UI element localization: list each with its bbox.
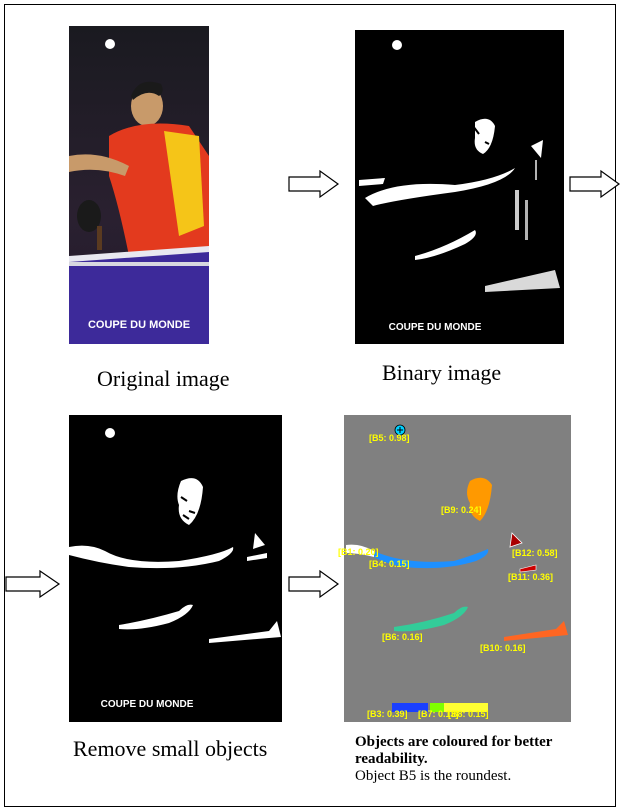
- arrow-right-icon: [288, 569, 340, 599]
- object-label-b4: [B4: 0.15]: [369, 559, 410, 569]
- object-label-b10: [B10: 0.16]: [480, 643, 526, 653]
- object-label-b5: [B5: 0.98]: [369, 433, 410, 443]
- labeled-objects-canvas: [346, 424, 568, 712]
- arrow-right-icon: [569, 169, 620, 199]
- object-b7: [430, 703, 444, 712]
- labeled-objects-panel: [B5: 0.98] [B9: 0.24] [B12: 0.58] [B4: 0…: [338, 415, 571, 722]
- figure-frame: [4, 4, 616, 807]
- filtered-image-panel: COUPE DU MONDE: [69, 415, 282, 722]
- arrow-right-icon: [5, 569, 61, 599]
- object-label-b9: [B9: 0.24]: [441, 505, 482, 515]
- filtered-banner-text: COUPE DU MONDE: [101, 699, 194, 710]
- object-label-b1: [B1: 0.20]: [338, 547, 379, 557]
- original-image-panel: COUPE DU MONDE: [69, 26, 209, 344]
- object-b3: [392, 703, 428, 712]
- object-b8: [444, 703, 488, 712]
- caption-binary: Binary image: [382, 360, 502, 385]
- caption-remove: Remove small objects: [73, 736, 268, 761]
- object-b6: [394, 606, 468, 632]
- arrow-right-icon: [288, 169, 340, 199]
- object-b12: [509, 532, 523, 548]
- figure-note: Objects are coloured for better readabil…: [355, 734, 615, 785]
- object-b10: [504, 621, 568, 641]
- object-label-b3: [B3: 0.39]: [367, 709, 408, 719]
- ball: [105, 39, 115, 49]
- object-b4: [374, 549, 489, 569]
- object-label-b8: [B8: 0.15]: [448, 709, 489, 719]
- original-banner-text: COUPE DU MONDE: [88, 319, 190, 331]
- object-b1: [346, 544, 374, 557]
- filtered-photo: COUPE DU MONDE: [69, 428, 281, 710]
- original-photo: COUPE DU MONDE: [69, 26, 209, 344]
- note-plain: Object B5 is the roundest.: [355, 768, 512, 784]
- object-label-b6: [B6: 0.16]: [382, 632, 423, 642]
- binary-banner-text: COUPE DU MONDE: [389, 322, 482, 333]
- binary-photo: COUPE DU MONDE: [359, 40, 560, 333]
- caption-original: Original image: [97, 366, 230, 391]
- binary-image-panel: COUPE DU MONDE: [355, 30, 564, 344]
- object-b9: [467, 477, 492, 521]
- object-b11: [519, 564, 537, 573]
- object-label-b11: [B11: 0.36]: [508, 572, 554, 582]
- object-label-b12: [B12: 0.58]: [512, 548, 558, 558]
- object-label-b7: [B7: 0.13]: [418, 709, 459, 719]
- note-bold: Objects are coloured for better readabil…: [355, 734, 553, 767]
